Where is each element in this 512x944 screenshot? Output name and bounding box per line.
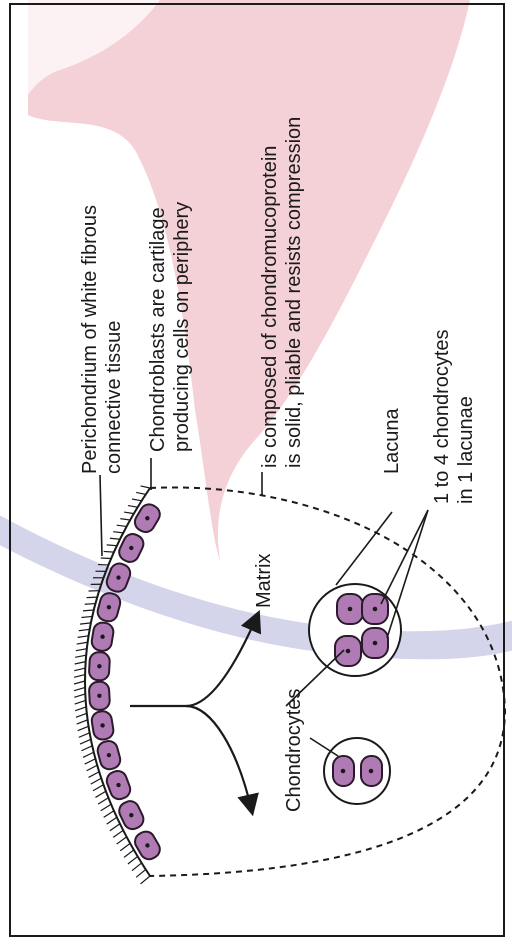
hatch-mark xyxy=(117,837,127,844)
chondroblast-cell xyxy=(96,739,123,771)
hatch-mark xyxy=(107,817,117,824)
chondrocyte-cell xyxy=(361,756,382,786)
hatch-mark xyxy=(74,694,85,697)
hatch-mark xyxy=(124,850,134,857)
hatch-mark xyxy=(75,700,86,704)
hatch-mark xyxy=(120,843,130,850)
chondroblast-cell xyxy=(132,501,164,535)
lacuna-large xyxy=(309,584,401,676)
leader-count-a xyxy=(381,510,428,604)
hatch-mark xyxy=(85,604,96,605)
hatch-mark xyxy=(81,616,92,617)
leader-count-b xyxy=(387,510,428,638)
hatch-mark xyxy=(74,687,85,690)
hatch-mark xyxy=(91,778,102,784)
chondroblast-cell xyxy=(90,621,114,652)
hatch-mark xyxy=(95,791,105,797)
matrix-boundary xyxy=(150,487,505,876)
chondrocyte-cell xyxy=(333,756,354,786)
chondrocyte-cell xyxy=(362,628,388,658)
hatch-mark xyxy=(80,739,91,744)
hatch-mark xyxy=(74,668,85,671)
hatch-mark xyxy=(81,746,92,751)
hatch-mark xyxy=(83,610,94,611)
hatch-mark xyxy=(87,765,98,770)
label-chondrocyte-count-line1: 1 to 4 chondrocytes xyxy=(431,329,453,504)
hatch-mark xyxy=(74,675,85,678)
hatch-mark xyxy=(76,713,87,717)
label-matrix: Matrix xyxy=(253,554,275,608)
hatch-mark xyxy=(93,785,103,791)
chondroblast-cell xyxy=(89,681,110,710)
hatch-mark xyxy=(83,752,94,757)
hatch-mark xyxy=(75,662,86,664)
leader-lacuna xyxy=(336,512,392,585)
hatch-mark xyxy=(124,512,134,514)
hatch-mark xyxy=(140,876,150,884)
label-perichondrium-line2: connective tissue xyxy=(103,321,125,474)
hatch-mark xyxy=(113,830,123,837)
hatch-mark xyxy=(74,681,85,684)
hatch-mark xyxy=(136,492,146,494)
hatch-mark xyxy=(75,707,86,711)
label-chondrocytes: Chondrocytes xyxy=(283,689,305,812)
hatch-mark xyxy=(98,798,108,804)
hatch-mark xyxy=(76,649,87,651)
hatch-mark xyxy=(120,519,130,520)
hatch-mark xyxy=(78,636,89,638)
hatch-mark xyxy=(132,499,142,501)
hatch-mark xyxy=(107,545,117,546)
chondrocyte-cell xyxy=(335,636,361,666)
label-matrix-desc-line2: is solid, pliable and resists compressio… xyxy=(283,117,305,468)
hatch-mark xyxy=(110,538,120,539)
hatch-mark xyxy=(79,629,90,630)
hatch-mark xyxy=(136,869,146,877)
hatch-mark xyxy=(132,863,142,871)
label-lacuna: Lacuna xyxy=(381,408,403,474)
chondroblast-cell xyxy=(89,652,110,681)
leader-perichondrium xyxy=(100,475,102,556)
chondroblast-cell xyxy=(90,710,114,741)
hatch-mark xyxy=(85,759,96,764)
hatch-mark xyxy=(113,532,123,533)
hatch-mark xyxy=(141,486,150,488)
lacuna-small xyxy=(324,738,390,804)
hatch-mark xyxy=(104,551,114,552)
hatch-mark xyxy=(80,623,91,624)
hatch-mark xyxy=(89,772,100,778)
arrow-to-chondrocytes xyxy=(186,706,252,812)
hatch-mark xyxy=(128,506,138,508)
chondrocyte-cell xyxy=(337,594,363,624)
chondroblast-row xyxy=(89,501,163,862)
label-chondroblasts-line1: Chondroblasts are cartilage xyxy=(147,207,169,452)
hatch-mark xyxy=(75,655,86,657)
hatch-mark xyxy=(128,856,138,864)
differentiation-arrows xyxy=(130,614,258,812)
hatch-mark xyxy=(104,811,114,818)
hatch-mark xyxy=(77,642,88,644)
hatch-mark xyxy=(101,804,111,810)
label-perichondrium-line1: Perichondrium of white fibrous xyxy=(79,205,101,474)
label-chondrocyte-count-line2: in 1 lacunae xyxy=(455,396,477,504)
hatch-mark xyxy=(78,726,89,730)
label-matrix-desc-line1: is composed of chondromucoprotein xyxy=(259,146,281,468)
hatch-mark xyxy=(101,558,111,559)
hatch-mark xyxy=(117,525,127,526)
label-chondroblasts-line2: producing cells on periphery xyxy=(171,202,193,452)
hatch-mark xyxy=(110,824,120,831)
chondroblast-cell xyxy=(96,591,123,623)
hatch-mark xyxy=(77,720,88,724)
hatch-mark xyxy=(79,733,90,738)
